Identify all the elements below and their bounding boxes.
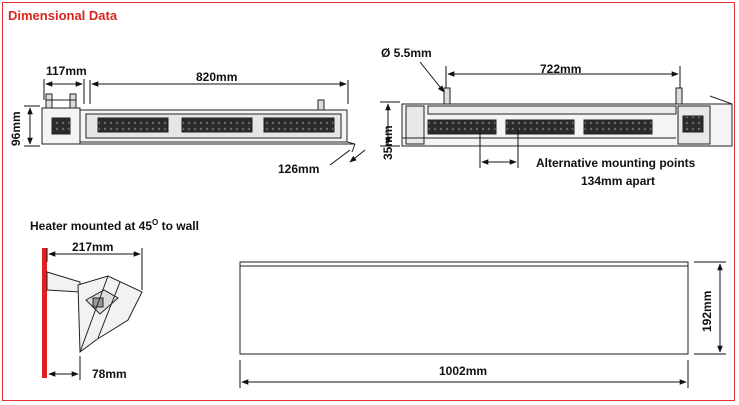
top-view-dimensions	[239, 261, 726, 388]
side-view-caption: Heater mounted at 45O to wall	[30, 218, 199, 233]
rear-offset-label: 35mm	[381, 125, 395, 160]
front-length-label: 820mm	[196, 70, 238, 84]
top-width-label: 192mm	[700, 290, 714, 332]
top-view-heater	[239, 261, 689, 355]
diagram-frame	[2, 2, 735, 401]
side-view-heater	[46, 271, 143, 353]
rear-view-heater	[401, 87, 733, 147]
front-view-heater	[41, 93, 356, 153]
alt-mount-line1: Alternative mounting points	[536, 156, 696, 170]
front-height-label: 96mm	[9, 111, 23, 146]
side-view-dimensions	[46, 248, 143, 380]
side-view-wall	[42, 248, 47, 378]
front-view-dimensions	[24, 79, 366, 166]
diagram-title: Dimensional Data	[8, 8, 118, 23]
rear-view-dimensions	[380, 61, 681, 168]
alt-mount-line2: 134mm apart	[581, 174, 656, 188]
front-depth-label: 126mm	[278, 162, 320, 176]
top-length-label: 1002mm	[439, 364, 488, 378]
side-projection-label: 217mm	[72, 240, 114, 254]
front-side-width-label: 117mm	[46, 64, 87, 78]
side-wall-gap-label: 78mm	[92, 367, 127, 381]
rear-hole-label: Ø 5.5mm	[381, 46, 432, 60]
rear-mount-span-label: 722mm	[540, 62, 582, 76]
